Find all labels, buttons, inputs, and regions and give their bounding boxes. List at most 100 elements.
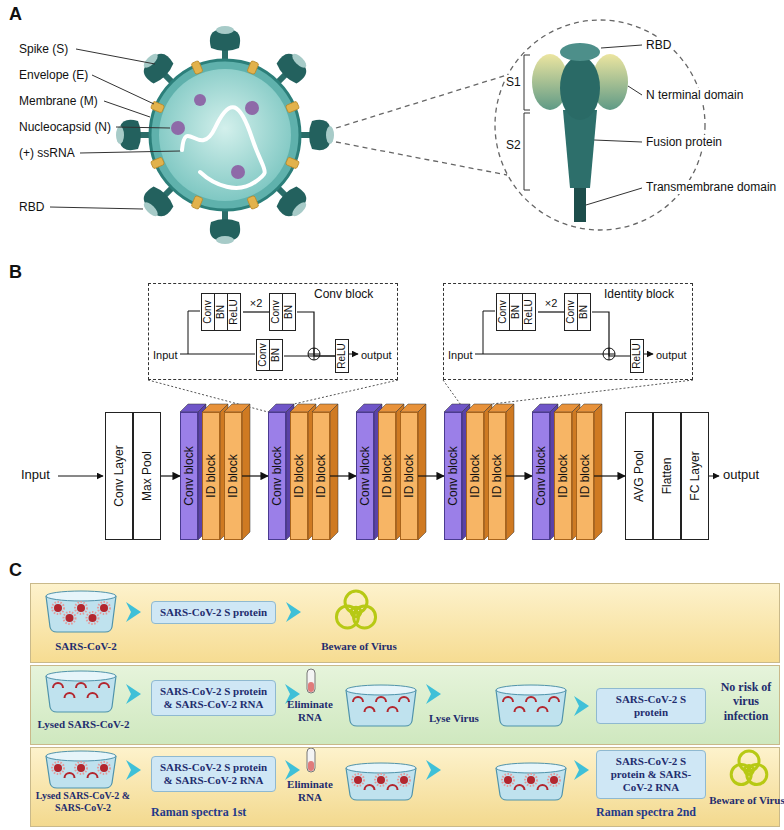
step-label: Eliminate RNA [279, 778, 341, 804]
block-title: Identity block [604, 287, 674, 301]
virus-icon [504, 776, 512, 784]
test-tube [307, 669, 315, 693]
layer-name: ID block [315, 454, 327, 497]
layer-cell: BN [509, 293, 523, 331]
identity-block: ID block [400, 412, 418, 540]
lysed-virus [388, 785, 398, 790]
identity-block: ID block [378, 412, 396, 540]
leader-line [92, 75, 154, 104]
layer-cell: Conv [256, 339, 270, 371]
wire [58, 476, 103, 477]
flow-arrow [126, 684, 141, 704]
beaker-rim [496, 685, 566, 695]
workflow-band: SARS-CoV-2 S protein & SARS-CoV-2 RNASAR… [30, 747, 780, 827]
virus-icon [100, 764, 108, 772]
lysed-virus [515, 785, 525, 790]
block-face [180, 404, 602, 540]
layer-cell: BN [269, 339, 283, 371]
wire [483, 311, 495, 354]
flow-arrow [426, 684, 441, 704]
virus-particle [150, 60, 300, 210]
identity-block: ID block [312, 412, 330, 540]
biohazard-icon [745, 766, 754, 775]
spike-protein [574, 186, 586, 222]
layer-name: Conv [203, 300, 213, 323]
block-face [330, 404, 338, 540]
layer-name: ID block [403, 454, 415, 497]
lysed-virus [515, 707, 525, 712]
zoom-outline [495, 20, 705, 230]
layer-name: Conv [258, 343, 268, 366]
virus-particle [182, 107, 265, 188]
virus-icon [352, 774, 364, 786]
virus-icon [398, 774, 410, 786]
lysed-virus [65, 773, 75, 778]
lysed-virus [538, 785, 548, 790]
virus-particle [210, 208, 240, 244]
part-label: N terminal domain [645, 88, 744, 102]
connector [330, 475, 356, 476]
protein-tag: SARS-CoV-2 S protein & SARS-CoV-2 RNA [596, 750, 706, 799]
wire [643, 354, 653, 355]
flow-arrow [126, 760, 141, 780]
lysed-virus [353, 697, 363, 702]
virus-particle [171, 121, 185, 135]
lysed-virus [538, 707, 548, 712]
block-face [418, 404, 426, 540]
virus-particle [150, 157, 164, 169]
block-face [242, 404, 250, 540]
connector [242, 475, 268, 476]
layer-name: ReLU [229, 299, 239, 325]
layer-box: FC Layer [681, 412, 709, 540]
block-face [594, 404, 602, 540]
virus-icon [354, 776, 362, 784]
leader-line [524, 113, 530, 190]
layer-name: ID block [469, 454, 481, 497]
virus-icon [77, 764, 85, 772]
zoom-outline [336, 142, 507, 175]
virus-icon [98, 602, 110, 614]
wire [709, 476, 719, 477]
virus-icon [87, 612, 99, 624]
lysed-virus [53, 683, 63, 688]
virus-particle [298, 120, 334, 150]
layer-cell: ReLU [522, 293, 536, 331]
virus-icon [89, 614, 97, 622]
virus-particle [191, 195, 203, 209]
layer-name: ID block [579, 454, 591, 497]
leader-line [594, 140, 642, 142]
virus-particle [191, 60, 203, 74]
layer-box: Conv Layer [105, 412, 133, 540]
virus-icon [525, 774, 537, 786]
connector [506, 475, 532, 476]
flow-arrow [574, 696, 589, 716]
layer-name: FC Layer [689, 451, 701, 500]
step-label: SARS-CoV-2 [41, 640, 131, 653]
layer-cell: ReLU [227, 293, 241, 331]
leader-line [601, 45, 642, 48]
panel-letter: C [8, 560, 23, 580]
layer-name: Conv block [271, 446, 283, 505]
band-illustration [31, 584, 781, 664]
identity-block: ID block [488, 412, 506, 540]
layer-name: ID block [227, 454, 239, 497]
port-label: output [361, 348, 392, 362]
conv-block: Conv block [268, 412, 286, 540]
flow-arrow [126, 602, 141, 622]
layer-name: Conv [566, 300, 576, 323]
layer-stack: ReLU [630, 339, 644, 373]
identity-block: ID block [466, 412, 484, 540]
beaker-rim [346, 763, 416, 773]
lysed-virus [76, 683, 86, 688]
protein-tag: SARS-CoV-2 S protein & SARS-CoV-2 RNA [151, 680, 276, 716]
lysed-virus [88, 693, 98, 698]
connector [284, 355, 335, 356]
identity-block: ID block [554, 412, 572, 540]
layer-name: BN [271, 348, 281, 362]
lysed-virus [365, 707, 375, 712]
leader-line [50, 207, 143, 209]
tag-text: SARS-CoV-2 S protein & SARS-CoV-2 RNA [611, 755, 691, 793]
lysed-virus [399, 697, 409, 702]
virus-icon [66, 614, 74, 622]
layer-cell: Conv [564, 293, 578, 331]
